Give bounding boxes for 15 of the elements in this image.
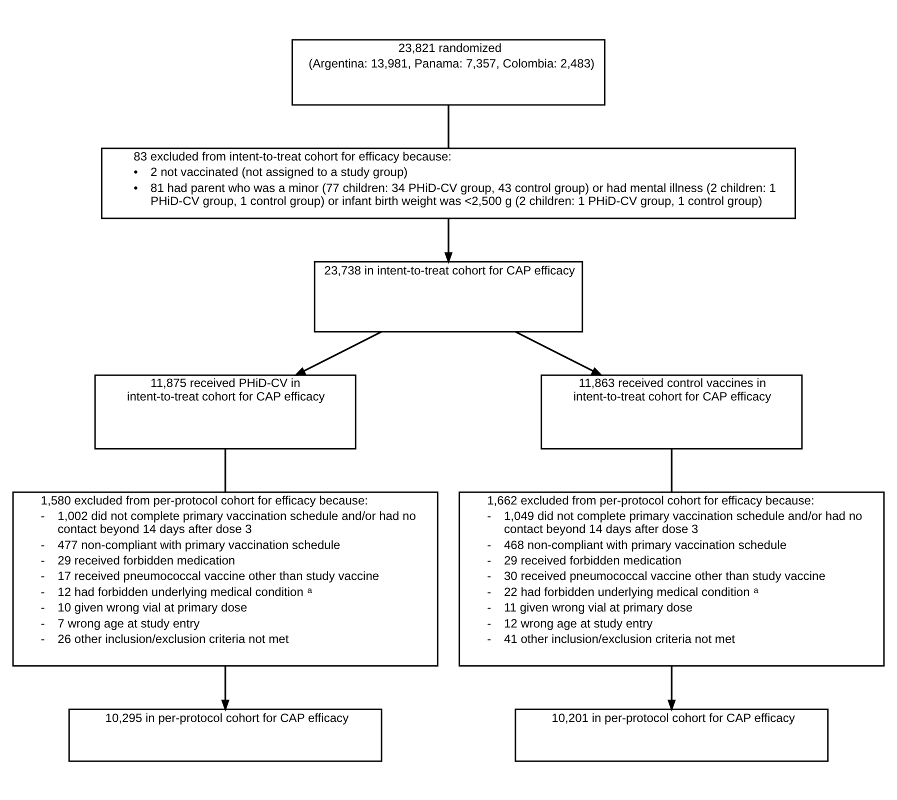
node-box: 23,821 randomized (Argentina: 13,981, Panama: 7,357, Colombia: 2,483)	[292, 38, 606, 106]
arrow	[444, 218, 453, 264]
connector	[670, 448, 672, 492]
node-box: 83 excluded from intent-to-treat cohort for efficacy because: • 2 not vaccinated (not assigned to a study group) • 81 had parent who was a minor (77 children: 34 PHiD-CV group, 43 control group) or had mental illness (2 children: 1 PHiD-CV group, 1 control group) or infant birth weight was <2,500 g (2 children: 1 PHiD-CV group, 1 control group)	[100, 147, 796, 219]
node-box: 10,295 in per-protocol cohort for CAP efficacy	[68, 708, 382, 762]
connector	[448, 104, 450, 148]
arrow	[515, 330, 604, 376]
arrow	[294, 330, 382, 376]
connector	[224, 448, 226, 492]
node-box: 11,863 received control vaccines in intent-to-treat cohort for CAP efficacy	[540, 374, 803, 449]
node-box: 10,201 in per-protocol cohort for CAP efficacy	[514, 708, 829, 762]
node-box: 11,875 received PHiD-CV in intent-to-treat cohort for CAP efficacy	[94, 374, 356, 449]
arrow	[668, 666, 676, 712]
arrow	[221, 666, 230, 712]
node-box: 23,738 in intent-to-treat cohort for CAP efficacy	[314, 260, 584, 332]
